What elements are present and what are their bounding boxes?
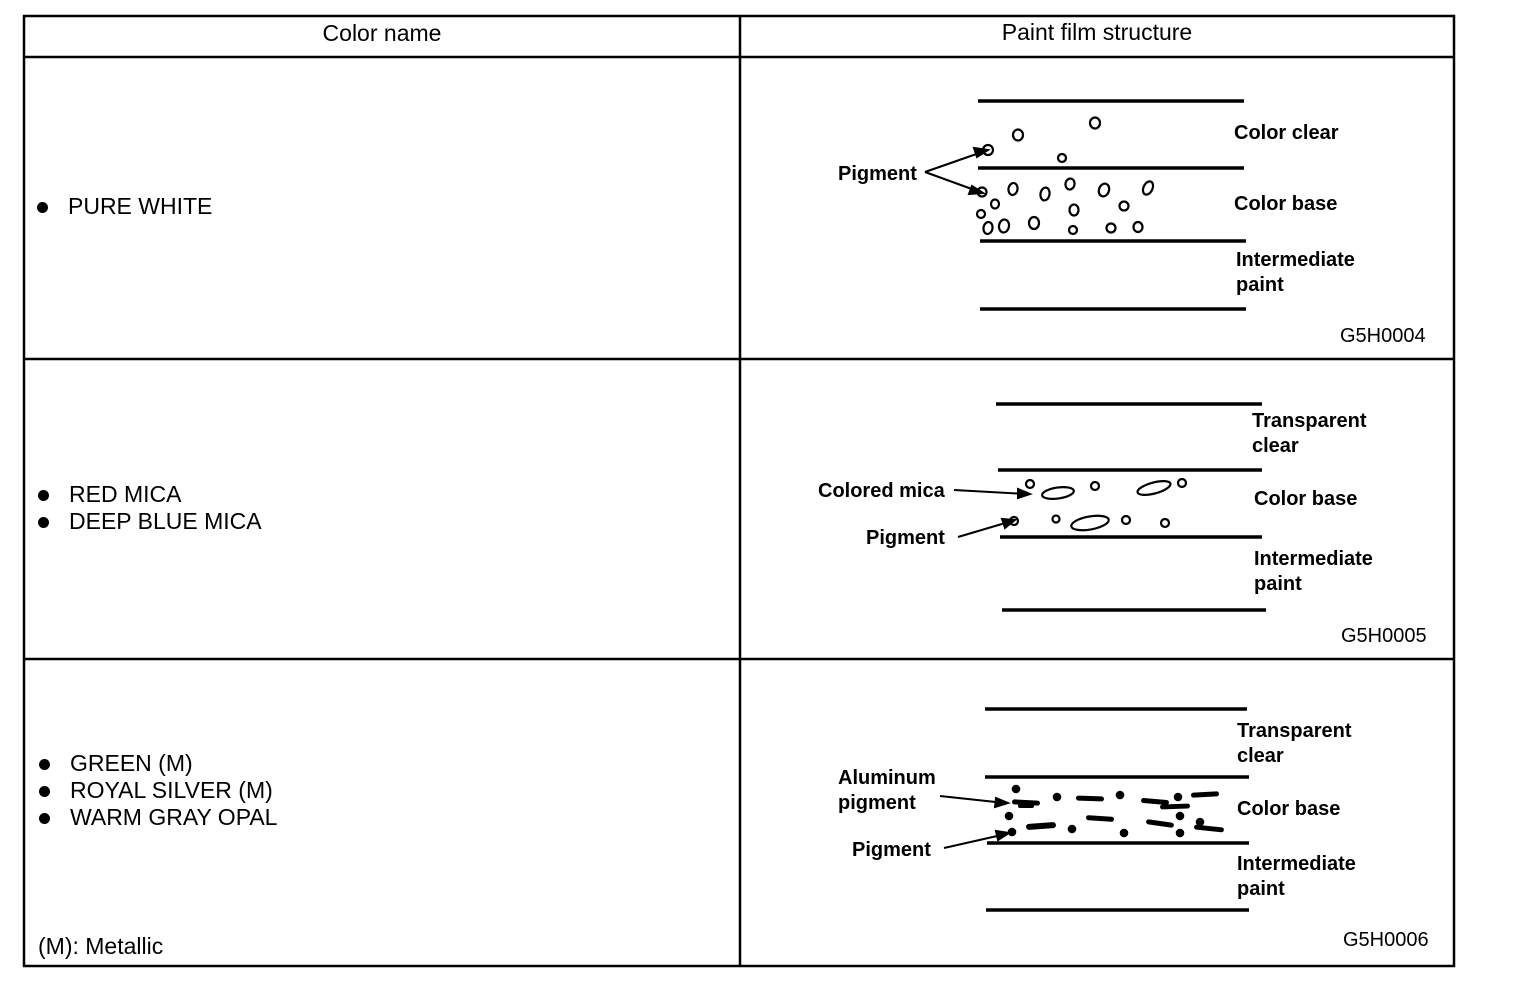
color-item: RED MICA	[38, 481, 262, 508]
aluminum-flake	[1018, 804, 1034, 808]
figure-code: G5H0006	[1343, 929, 1429, 951]
paint-diagram-pure-white: Color clear Color base Intermediate pain…	[838, 99, 1426, 347]
pigment-particle	[1119, 828, 1129, 838]
color-item: WARM GRAY OPAL	[39, 804, 277, 831]
color-item: GREEN (M)	[39, 750, 277, 777]
pigment-particle	[1088, 116, 1102, 130]
pigment-particle	[1097, 182, 1111, 198]
pigment-particle	[1159, 517, 1171, 529]
pigment-particle	[1105, 222, 1117, 234]
pigment-particle	[1027, 215, 1041, 231]
layer-label-intermediate: Intermediate	[1254, 548, 1373, 570]
pigment-particle	[1007, 827, 1017, 837]
figure-code: G5H0005	[1341, 625, 1427, 647]
layer-label-intermediate: Intermediate	[1237, 853, 1356, 875]
aluminum-flake	[1086, 815, 1114, 822]
color-list-row-3: GREEN (M) ROYAL SILVER (M) WARM GRAY OPA…	[39, 750, 277, 831]
callout-aluminum: Aluminum	[838, 767, 936, 789]
layer-label-color-base: Color base	[1254, 488, 1357, 510]
aluminum-flake	[1160, 803, 1190, 810]
layer-label-clear: clear	[1252, 435, 1299, 457]
pigment-particles	[975, 116, 1155, 236]
aluminum-flake	[1141, 797, 1169, 806]
pigment-particle	[1067, 224, 1079, 236]
pigment-particle	[1004, 811, 1014, 821]
mica-flake	[1041, 486, 1075, 500]
pigment-particle	[1056, 152, 1068, 164]
aluminum-flake	[1191, 791, 1219, 798]
header-color-name: Color name	[322, 20, 442, 46]
layer-label-intermediate-2: paint	[1237, 878, 1285, 900]
pigment-particle	[1175, 828, 1185, 838]
layer-label-intermediate-2: paint	[1254, 573, 1302, 595]
paint-diagram-mica: Transparent clear Color base Intermediat…	[818, 402, 1427, 647]
layer-label-transparent: Transparent	[1237, 720, 1352, 742]
pigment-particle	[1011, 128, 1025, 142]
pigment-particle	[1051, 514, 1061, 524]
pigment-particle	[1115, 790, 1125, 800]
aluminum-and-pigment-particles	[1004, 784, 1224, 838]
pigment-particle	[1175, 811, 1185, 821]
pigment-particle	[1067, 824, 1077, 834]
color-item: PURE WHITE	[37, 193, 212, 220]
pigment-particle	[1120, 514, 1132, 526]
aluminum-flake	[1026, 822, 1056, 830]
color-list-row-1: PURE WHITE	[37, 193, 212, 220]
color-item: ROYAL SILVER (M)	[39, 777, 277, 804]
pigment-particle	[989, 198, 1001, 210]
pigment-particle	[1195, 817, 1205, 827]
aluminum-flake	[1076, 795, 1104, 802]
pigment-particle	[1064, 177, 1076, 191]
layer-label-clear: clear	[1237, 745, 1284, 767]
color-item: DEEP BLUE MICA	[38, 508, 262, 535]
mica-flake	[1070, 514, 1110, 532]
aluminum-flake	[1194, 824, 1224, 833]
pigment-particle	[1118, 200, 1130, 212]
pigment-particle	[1141, 180, 1155, 196]
layer-label-color-base: Color base	[1234, 193, 1337, 215]
pigment-particle	[1068, 203, 1080, 217]
pigment-particle	[1173, 792, 1183, 802]
mica-flake	[1136, 480, 1172, 496]
layer-label-intermediate: Intermediate	[1236, 249, 1355, 271]
callout-colored-mica: Colored mica	[818, 480, 946, 502]
pigment-particle	[982, 220, 994, 236]
figure-code: G5H0004	[1340, 325, 1426, 347]
layer-label-intermediate-2: paint	[1236, 274, 1284, 296]
pigment-particle	[1176, 477, 1188, 489]
mica-and-pigment-particles	[1008, 477, 1188, 532]
aluminum-flake	[1012, 799, 1040, 806]
pigment-particle	[1024, 478, 1036, 490]
header-paint-film-structure: Paint film structure	[1001, 19, 1193, 45]
pigment-particle	[997, 218, 1011, 234]
pigment-particle	[1011, 784, 1021, 794]
callout-pigment: Pigment	[852, 839, 931, 861]
pigment-particle	[1039, 186, 1051, 202]
callout-aluminum-2: pigment	[838, 792, 916, 814]
pigment-particle	[1132, 220, 1144, 234]
layer-label-color-base: Color base	[1237, 798, 1340, 820]
pigment-particle	[1089, 480, 1101, 492]
layer-label-transparent: Transparent	[1252, 410, 1367, 432]
layer-label-color-clear: Color clear	[1234, 122, 1339, 144]
pigment-particle	[1052, 792, 1062, 802]
callout-pigment: Pigment	[866, 527, 945, 549]
callout-pigment: Pigment	[838, 163, 917, 185]
pigment-particle	[975, 208, 987, 220]
paint-diagram-metallic: Transparent clear Color base Intermediat…	[838, 707, 1429, 951]
metallic-note: (M): Metallic	[38, 933, 164, 959]
aluminum-flake	[1146, 819, 1174, 828]
color-list-row-2: RED MICA DEEP BLUE MICA	[38, 481, 262, 535]
pigment-particle	[1007, 181, 1019, 197]
